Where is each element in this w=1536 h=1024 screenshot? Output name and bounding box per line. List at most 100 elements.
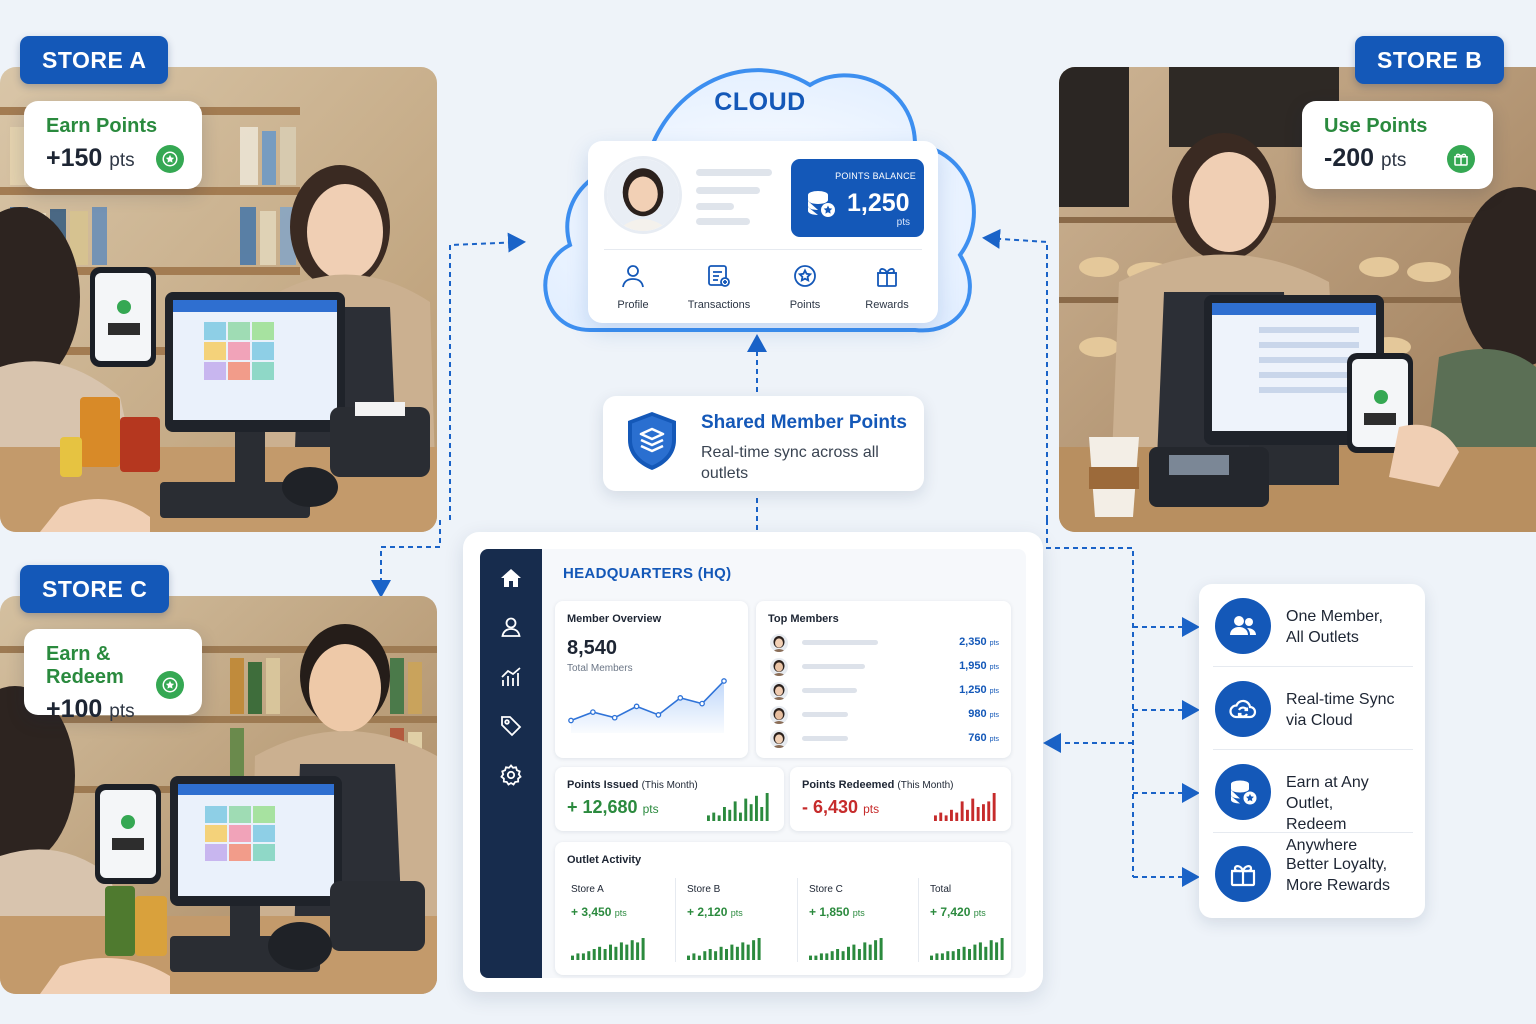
table-row: 760 pts xyxy=(770,729,999,749)
bar xyxy=(830,951,834,960)
bar xyxy=(641,938,645,960)
table-row: 1,950 pts xyxy=(770,657,999,677)
table-row: 1,250 pts xyxy=(770,681,999,701)
outlet-column: Store C+ 1,850 pts xyxy=(805,878,905,962)
nav-profile[interactable]: Profile xyxy=(591,263,675,311)
store-c-points-card: Earn & Redeem +100 pts xyxy=(24,629,202,723)
arrow-storeA-to-cloud xyxy=(449,232,526,520)
nav-rewards[interactable]: Rewards xyxy=(845,263,929,311)
bar xyxy=(571,955,574,960)
store-a-points-card: Earn Points +150 pts xyxy=(24,101,202,189)
benefit-divider xyxy=(1213,666,1413,667)
benefit-line: Redeem Anywhere xyxy=(1286,816,1358,854)
bar xyxy=(987,801,991,821)
bar xyxy=(733,801,737,821)
bar xyxy=(749,804,753,821)
hq-title: HEADQUARTERS (HQ) xyxy=(563,565,732,582)
member-points: 2,350 xyxy=(959,636,987,648)
analytics-icon[interactable] xyxy=(499,665,523,689)
bar xyxy=(723,807,726,821)
bar xyxy=(739,812,742,821)
bar xyxy=(976,807,980,821)
bar xyxy=(950,809,953,821)
shared-points-card: Shared Member Points Real-time sync acro… xyxy=(603,396,924,491)
trend-area xyxy=(571,681,724,733)
panel-note: (This Month) xyxy=(897,780,954,791)
member-trend-chart xyxy=(568,678,727,733)
member-name-placeholder xyxy=(802,640,878,645)
bar xyxy=(744,798,748,821)
member-name-placeholder xyxy=(802,664,865,669)
benefit-line: More Rewards xyxy=(1286,877,1391,894)
tag-icon[interactable] xyxy=(499,714,523,738)
member-points: 1,950 xyxy=(959,660,987,672)
bar xyxy=(966,809,969,821)
member-points-unit: pts xyxy=(989,712,999,719)
bar xyxy=(760,807,764,821)
trend-point xyxy=(568,717,574,724)
table-row: 980 pts xyxy=(770,705,999,725)
store-b-photo xyxy=(1059,67,1536,532)
bar xyxy=(955,812,959,821)
bar xyxy=(636,942,640,960)
bar xyxy=(825,953,829,960)
bar xyxy=(703,951,707,960)
bar xyxy=(874,940,878,960)
trend-point xyxy=(699,700,705,707)
column-divider xyxy=(675,878,676,962)
points-redeemed-bars xyxy=(934,793,996,821)
bar xyxy=(708,949,712,960)
store-a-tag: STORE A xyxy=(20,36,169,84)
bar xyxy=(730,944,734,960)
member-overview-panel: Member Overview 8,540 Total Members xyxy=(555,601,748,758)
home-icon[interactable] xyxy=(499,566,523,590)
bar xyxy=(619,942,623,960)
bar xyxy=(625,944,629,960)
outlet-column: Total+ 7,420 pts xyxy=(926,878,1026,962)
benefit-line: via Cloud xyxy=(1286,712,1353,729)
benefit-one-member: One Member,All Outlets xyxy=(1213,586,1418,668)
points-redeemed-panel: Points Redeemed (This Month) - 6,430 pts xyxy=(790,767,1011,831)
hq-main: HEADQUARTERS (HQ) Member Overview 8,540 … xyxy=(542,549,1026,978)
outlet-value: + 3,450 xyxy=(571,905,612,919)
store-c-photo xyxy=(0,596,437,994)
bar xyxy=(836,949,840,960)
outlet-name: Store A xyxy=(571,884,604,895)
bar xyxy=(944,815,948,821)
trend-point xyxy=(611,714,618,721)
bar xyxy=(687,955,690,960)
bar xyxy=(960,801,964,821)
bar xyxy=(982,804,985,821)
store-c-points-unit: pts xyxy=(109,701,135,722)
bar xyxy=(841,951,845,960)
bar xyxy=(576,953,580,960)
bar xyxy=(719,946,723,960)
bar xyxy=(712,812,716,821)
store-b-points-card: Use Points -200 pts xyxy=(1302,101,1493,189)
bar xyxy=(757,938,761,960)
user-icon[interactable] xyxy=(499,615,523,639)
table-row: 2,350 pts xyxy=(770,633,999,653)
bar xyxy=(984,946,988,960)
avatar xyxy=(770,682,788,700)
nav-points[interactable]: Points xyxy=(763,263,847,311)
cloud-sync-icon xyxy=(1229,699,1257,719)
shield-stack-icon xyxy=(628,412,676,470)
bar xyxy=(603,949,607,960)
outlet-name: Store C xyxy=(809,884,843,895)
points-issued-panel: Points Issued (This Month) + 12,680 pts xyxy=(555,767,784,831)
panel-note: (This Month) xyxy=(641,780,698,791)
receipt-icon xyxy=(708,265,730,287)
settings-icon[interactable] xyxy=(499,763,523,787)
total-members-label: Total Members xyxy=(567,663,633,674)
bar xyxy=(992,793,996,821)
bar xyxy=(614,946,618,960)
trend-point xyxy=(721,678,727,684)
store-a-card-title: Earn Points xyxy=(46,115,158,137)
nav-transactions[interactable]: Transactions xyxy=(677,263,761,311)
bar xyxy=(863,942,867,960)
member-avatar xyxy=(604,156,682,234)
arrow-storeB-to-cloud xyxy=(982,228,1048,520)
